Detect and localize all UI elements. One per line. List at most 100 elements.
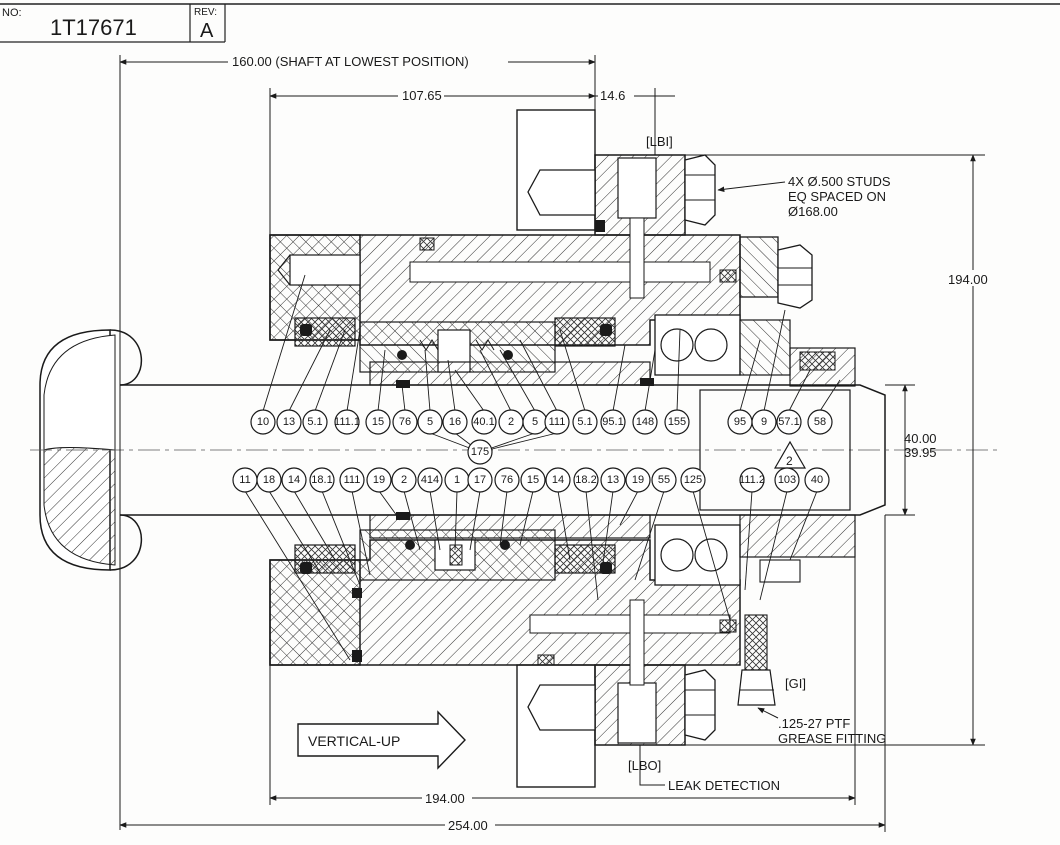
- leader-line: [447, 359, 456, 412]
- part-balloon: 125: [680, 467, 706, 493]
- balloon-circle: [804, 467, 830, 493]
- leader-line: [788, 369, 811, 412]
- leader-line: [351, 490, 371, 576]
- balloon-circle: [250, 409, 276, 435]
- balloon-label: 103: [778, 474, 796, 486]
- dim-bottom-inner: 194.00: [425, 791, 465, 806]
- lower-gland: [269, 512, 856, 746]
- part-balloon: 111.2: [739, 467, 765, 493]
- leader-line: [454, 490, 458, 551]
- leader-line: [378, 490, 401, 521]
- dim-inner-top: 107.65: [402, 88, 442, 103]
- balloon-label: 111.1: [334, 416, 360, 428]
- part-balloon: 2: [391, 467, 417, 493]
- balloon-label: 111: [549, 416, 566, 428]
- part-balloon: 95: [727, 409, 753, 435]
- leader-line: [321, 490, 361, 586]
- leader-line: [557, 490, 571, 561]
- balloon-label: 155: [668, 416, 686, 428]
- balloon-label: 414: [421, 474, 439, 486]
- part-balloon: 103: [774, 467, 800, 493]
- balloon-label: 18.1: [311, 474, 332, 486]
- leader-line: [479, 432, 558, 453]
- balloon-circle: [302, 409, 328, 435]
- balloon-circle: [256, 467, 282, 493]
- balloon-label: 17: [474, 474, 486, 486]
- balloon-circle: [467, 439, 493, 465]
- part-balloon: 155: [664, 409, 690, 435]
- balloon-label: 1: [454, 474, 460, 486]
- studs-note-line1: 4X Ø.500 STUDS: [788, 174, 891, 189]
- balloon-circle: [417, 467, 443, 493]
- balloon-circle: [417, 409, 443, 435]
- gi-label: [GI]: [785, 676, 806, 691]
- fitting-note-line1: .125-27 PTF: [778, 716, 850, 731]
- balloon-label: 76: [399, 416, 411, 428]
- balloon-circle: [680, 467, 706, 493]
- balloon-circle: [774, 467, 800, 493]
- leader-lines: [244, 274, 841, 661]
- leader-line: [759, 490, 788, 601]
- leader-line: [403, 490, 421, 551]
- balloon-circle: [391, 467, 417, 493]
- balloon-circle: [365, 409, 391, 435]
- balloon-circle: [467, 467, 493, 493]
- dim-small-top: 14.6: [600, 88, 625, 103]
- revision-triangle-label: 2: [786, 454, 793, 468]
- rev-label: REV:: [194, 7, 217, 18]
- leader-line: [268, 490, 321, 573]
- part-balloon: 5: [417, 409, 443, 435]
- balloon-label: 19: [632, 474, 644, 486]
- rev-value: A: [200, 20, 214, 42]
- balloon-label: 58: [814, 416, 826, 428]
- balloon-circle: [751, 409, 777, 435]
- part-balloon: 175: [467, 439, 493, 465]
- leader-line: [314, 329, 346, 412]
- part-balloon: 111: [339, 467, 365, 493]
- balloon-circle: [494, 467, 520, 493]
- balloon-label: 13: [283, 416, 295, 428]
- part-balloon: 414: [417, 467, 443, 493]
- balloon-circle: [309, 467, 335, 493]
- drawing-number: 1T17671: [50, 15, 137, 40]
- balloon-circle: [572, 409, 598, 435]
- part-balloon: 17: [467, 467, 493, 493]
- lbo-label: [LBO]: [628, 758, 661, 773]
- leader-line: [519, 339, 558, 412]
- sleeve: [699, 389, 851, 511]
- leader-line: [692, 490, 731, 621]
- leader-line: [619, 490, 639, 526]
- balloon-label: 148: [636, 416, 654, 428]
- dim-right-height: 194.00: [948, 272, 988, 287]
- balloon-circle: [807, 409, 833, 435]
- balloon-label: 5.1: [307, 416, 322, 428]
- leader-line: [293, 490, 336, 561]
- leader-line: [519, 490, 534, 546]
- leader-line: [479, 349, 512, 412]
- balloon-label: 175: [471, 446, 489, 458]
- part-balloon: 58: [807, 409, 833, 435]
- part-balloon: 10: [250, 409, 276, 435]
- leader-line: [377, 349, 386, 412]
- dim-overall-top: 160.00 (SHAFT AT LOWEST POSITION): [232, 54, 469, 69]
- balloon-circle: [442, 409, 468, 435]
- balloon-circle: [600, 409, 626, 435]
- leader-line: [454, 369, 485, 412]
- balloon-circle: [625, 467, 651, 493]
- balloon-label: 2: [508, 416, 514, 428]
- balloon-circle: [600, 467, 626, 493]
- leader-line: [601, 490, 614, 571]
- balloon-label: 95.1: [602, 416, 623, 428]
- balloon-label: 5.1: [577, 416, 592, 428]
- direction-label: VERTICAL-UP: [308, 733, 400, 749]
- leader-line: [346, 329, 361, 412]
- part-balloon: 5.1: [572, 409, 598, 435]
- part-balloon: 111: [544, 409, 570, 435]
- part-balloon: 9: [751, 409, 777, 435]
- lbi-label: [LBI]: [646, 134, 673, 149]
- balloon-label: 9: [761, 416, 767, 428]
- balloon-label: 125: [684, 474, 702, 486]
